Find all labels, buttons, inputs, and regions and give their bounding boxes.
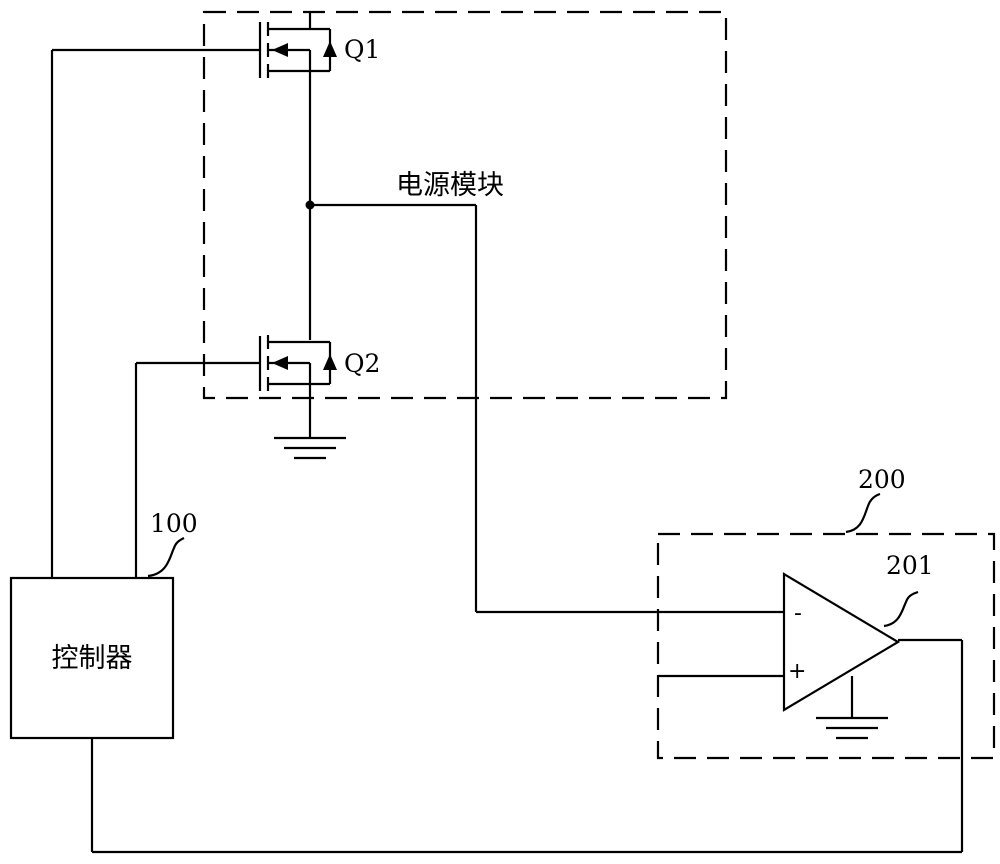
- ground-symbol-op-amp: [816, 716, 888, 740]
- power-module-label: 电源模块: [396, 170, 504, 201]
- q2-label: Q2: [344, 349, 380, 378]
- ground-symbol-q2: [274, 436, 346, 460]
- detector-ref-leader: [845, 492, 881, 534]
- op-amp-noninverting-sign: +: [788, 659, 806, 684]
- op-amp-triangle: [782, 572, 901, 712]
- controller-ref-leader: [147, 537, 185, 578]
- q1-label: Q1: [344, 35, 380, 64]
- controller-label: 控制器: [52, 643, 133, 674]
- op-amp-ref-leader: [883, 590, 919, 628]
- detector-ref-label: 200: [858, 465, 906, 494]
- op-amp-ref-label: 201: [886, 551, 934, 580]
- detector-module-boundary: [656, 532, 996, 760]
- controller-ref-label: 100: [150, 509, 198, 538]
- op-amp-inverting-sign: -: [794, 601, 802, 626]
- power-module-boundary: [202, 10, 728, 400]
- transistor-q1: [52, 12, 337, 78]
- transistor-q2: [136, 335, 337, 438]
